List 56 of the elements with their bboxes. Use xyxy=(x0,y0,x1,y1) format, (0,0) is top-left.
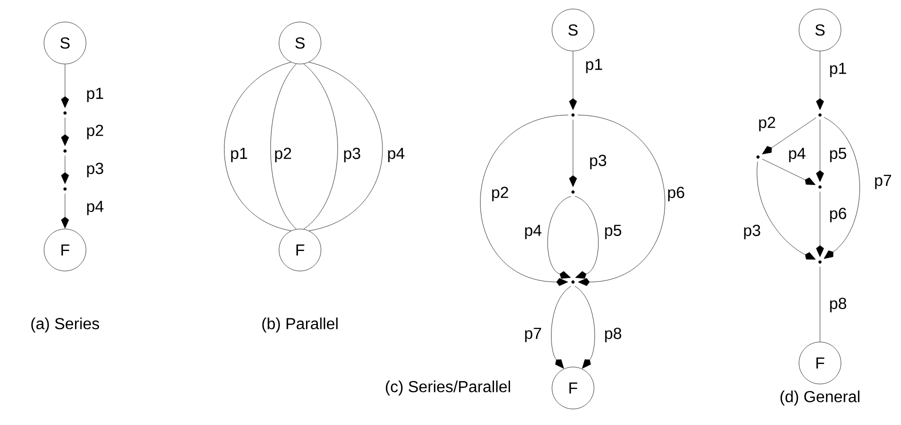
junction-point xyxy=(63,187,67,191)
arrow xyxy=(816,120,824,182)
edge-label: p4 xyxy=(386,146,406,164)
edge-label: p6 xyxy=(666,186,686,202)
edge-label: p7 xyxy=(523,326,543,344)
subfigure-caption: (c) Series/Parallel xyxy=(386,380,510,396)
arrow xyxy=(816,192,824,257)
edge-label: p1 xyxy=(85,86,105,104)
edge-label: p3 xyxy=(742,224,762,240)
edge-label: p7 xyxy=(873,174,893,190)
arrow xyxy=(61,194,69,228)
edge-label: p8 xyxy=(603,326,623,344)
arrow xyxy=(547,196,572,279)
arrow xyxy=(574,196,599,279)
arrow xyxy=(551,286,572,369)
junction-point xyxy=(571,190,575,194)
arrow xyxy=(574,286,595,369)
junction-point xyxy=(63,111,67,115)
junction-point xyxy=(756,155,760,159)
arrow xyxy=(480,114,568,286)
arrow xyxy=(762,117,816,154)
arrow xyxy=(756,161,816,260)
edge-label: p5 xyxy=(603,224,623,240)
edge-label: p1 xyxy=(584,58,604,74)
junction-point xyxy=(818,113,822,117)
junction-point xyxy=(818,260,822,264)
edge-label: p1 xyxy=(828,62,848,78)
arrow xyxy=(824,117,860,259)
edge-label: p1 xyxy=(229,146,249,164)
edge-label: p3 xyxy=(588,154,608,170)
junction-point xyxy=(571,113,575,117)
edge-label: p4 xyxy=(85,200,105,216)
subfigure-caption: (b) Parallel xyxy=(262,318,338,332)
edge-label: p8 xyxy=(828,296,848,314)
arrow xyxy=(762,158,816,185)
edge-label: p2 xyxy=(757,116,777,132)
junction-point xyxy=(571,280,575,284)
edge-label: p4 xyxy=(523,224,543,240)
edge-label: p2 xyxy=(273,146,293,164)
arrow xyxy=(61,156,69,184)
edge-label: p2 xyxy=(490,186,510,202)
edge-label: p2 xyxy=(85,124,105,140)
edge-label: p6 xyxy=(828,206,848,224)
edge-label: p5 xyxy=(828,146,848,164)
junction-point xyxy=(63,149,67,153)
edge-label: p3 xyxy=(85,162,105,178)
arrow xyxy=(816,51,824,110)
junction-point xyxy=(818,185,822,189)
edge-label: p4 xyxy=(787,146,807,164)
arrow xyxy=(569,120,577,187)
edge-label: p3 xyxy=(342,146,362,164)
arrow xyxy=(61,118,69,146)
arrow xyxy=(578,114,666,286)
arrow xyxy=(61,64,69,108)
subfigure-caption: (a) Series xyxy=(31,318,100,332)
arrow xyxy=(569,51,577,110)
